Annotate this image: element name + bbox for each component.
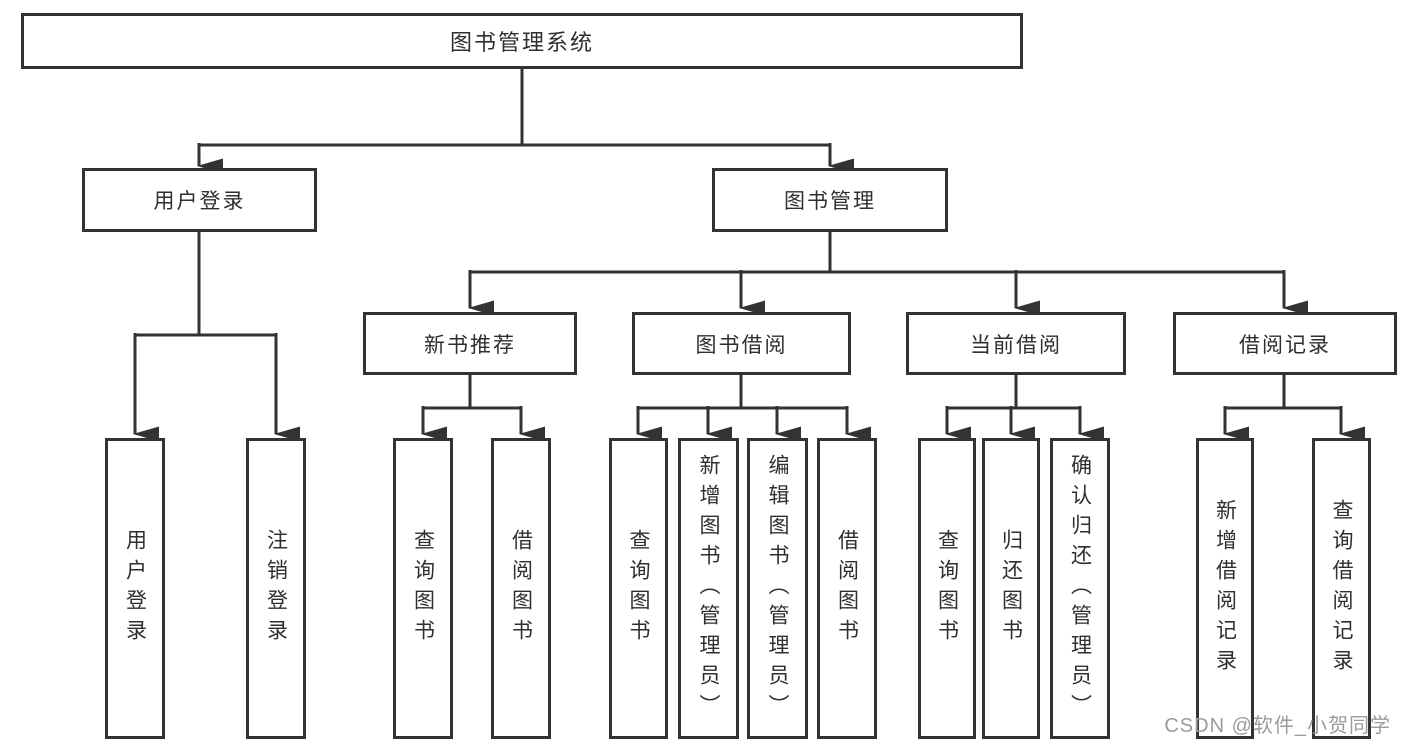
leaf-recommend-query-books: 查询图书 (393, 438, 453, 739)
leaf-label: 借阅图书 (509, 528, 533, 649)
leaf-label: 新增图书（管理员） (697, 453, 720, 724)
node-book-borrow: 图书借阅 (632, 312, 851, 375)
leaf-label: 新增借阅记录 (1213, 498, 1237, 679)
csdn-watermark: CSDN @软件_小贺同学 (1164, 715, 1391, 737)
leaf-query-borrow-record: 查询借阅记录 (1312, 438, 1371, 739)
node-book-management: 图书管理 (712, 168, 948, 232)
node-borrow-records: 借阅记录 (1173, 312, 1397, 375)
leaf-label: 确认归还（管理员） (1068, 453, 1092, 724)
leaf-recommend-borrow-books: 借阅图书 (491, 438, 551, 739)
node-current-borrow: 当前借阅 (906, 312, 1126, 375)
leaf-label: 归还图书 (999, 528, 1023, 649)
node-library-management-system: 图书管理系统 (21, 13, 1023, 69)
leaf-label: 用户登录 (123, 528, 147, 649)
leaf-label: 编辑图书（管理员） (766, 453, 789, 724)
leaf-add-borrow-record: 新增借阅记录 (1196, 438, 1254, 739)
leaf-confirm-return: 确认归还（管理员） (1050, 438, 1110, 739)
leaf-label: 注销登录 (264, 528, 288, 649)
leaf-borrow-add-books: 新增图书（管理员） (678, 438, 739, 739)
leaf-user-login: 用户登录 (105, 438, 165, 739)
leaf-label: 查询图书 (627, 528, 650, 649)
leaf-borrow-borrow-books: 借阅图书 (817, 438, 877, 739)
node-user-login: 用户登录 (82, 168, 317, 232)
leaf-borrow-query-books: 查询图书 (609, 438, 668, 739)
leaf-label: 借阅图书 (835, 528, 859, 649)
leaf-logout: 注销登录 (246, 438, 306, 739)
leaf-borrow-edit-books: 编辑图书（管理员） (747, 438, 808, 739)
node-new-book-recommend: 新书推荐 (363, 312, 577, 375)
leaf-label: 查询图书 (935, 528, 959, 649)
leaf-label: 查询借阅记录 (1330, 498, 1353, 679)
leaf-return-books: 归还图书 (982, 438, 1040, 739)
leaf-label: 查询图书 (411, 528, 435, 649)
leaf-current-query-books: 查询图书 (918, 438, 976, 739)
